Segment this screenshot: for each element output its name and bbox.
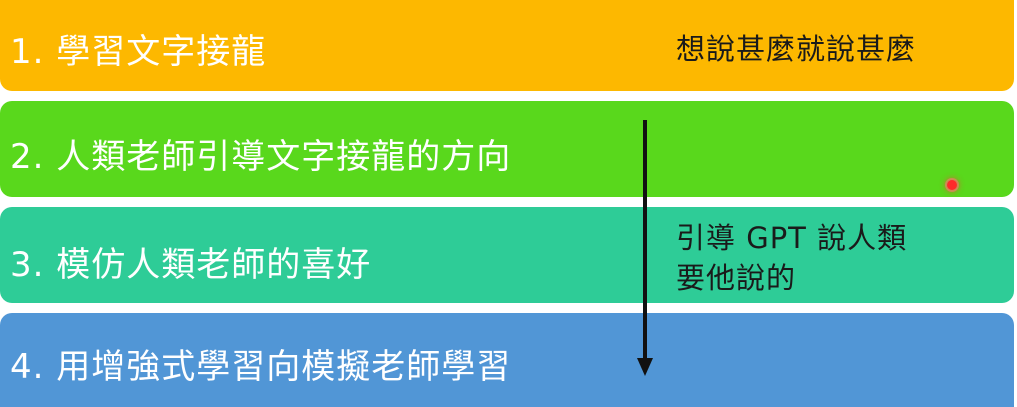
- step-4-label: 4. 用增強式學習向模擬老師學習: [10, 347, 512, 387]
- step-3-label: 3. 模仿人類老師的喜好: [10, 245, 372, 285]
- guidance-annotation-line-1: 引導 GPT 說人類: [676, 221, 908, 255]
- guidance-annotation: 引導 GPT 說人類 要他說的: [676, 218, 907, 298]
- step-1-label: 1. 學習文字接龍: [10, 32, 267, 72]
- step-1-annotation: 想說甚麼就說甚麼: [676, 32, 917, 66]
- step-2-band: 2. 人類老師引導文字接龍的方向: [0, 101, 1014, 197]
- step-1-band: 1. 學習文字接龍: [0, 0, 1014, 91]
- down-arrow-icon: [637, 120, 653, 376]
- step-4-band: 4. 用增強式學習向模擬老師學習: [0, 313, 1014, 407]
- laser-pointer-dot: [947, 180, 957, 190]
- guidance-annotation-line-2: 要他說的: [676, 261, 797, 295]
- step-2-label: 2. 人類老師引導文字接龍的方向: [10, 137, 512, 177]
- step-3-band: 3. 模仿人類老師的喜好: [0, 207, 1014, 303]
